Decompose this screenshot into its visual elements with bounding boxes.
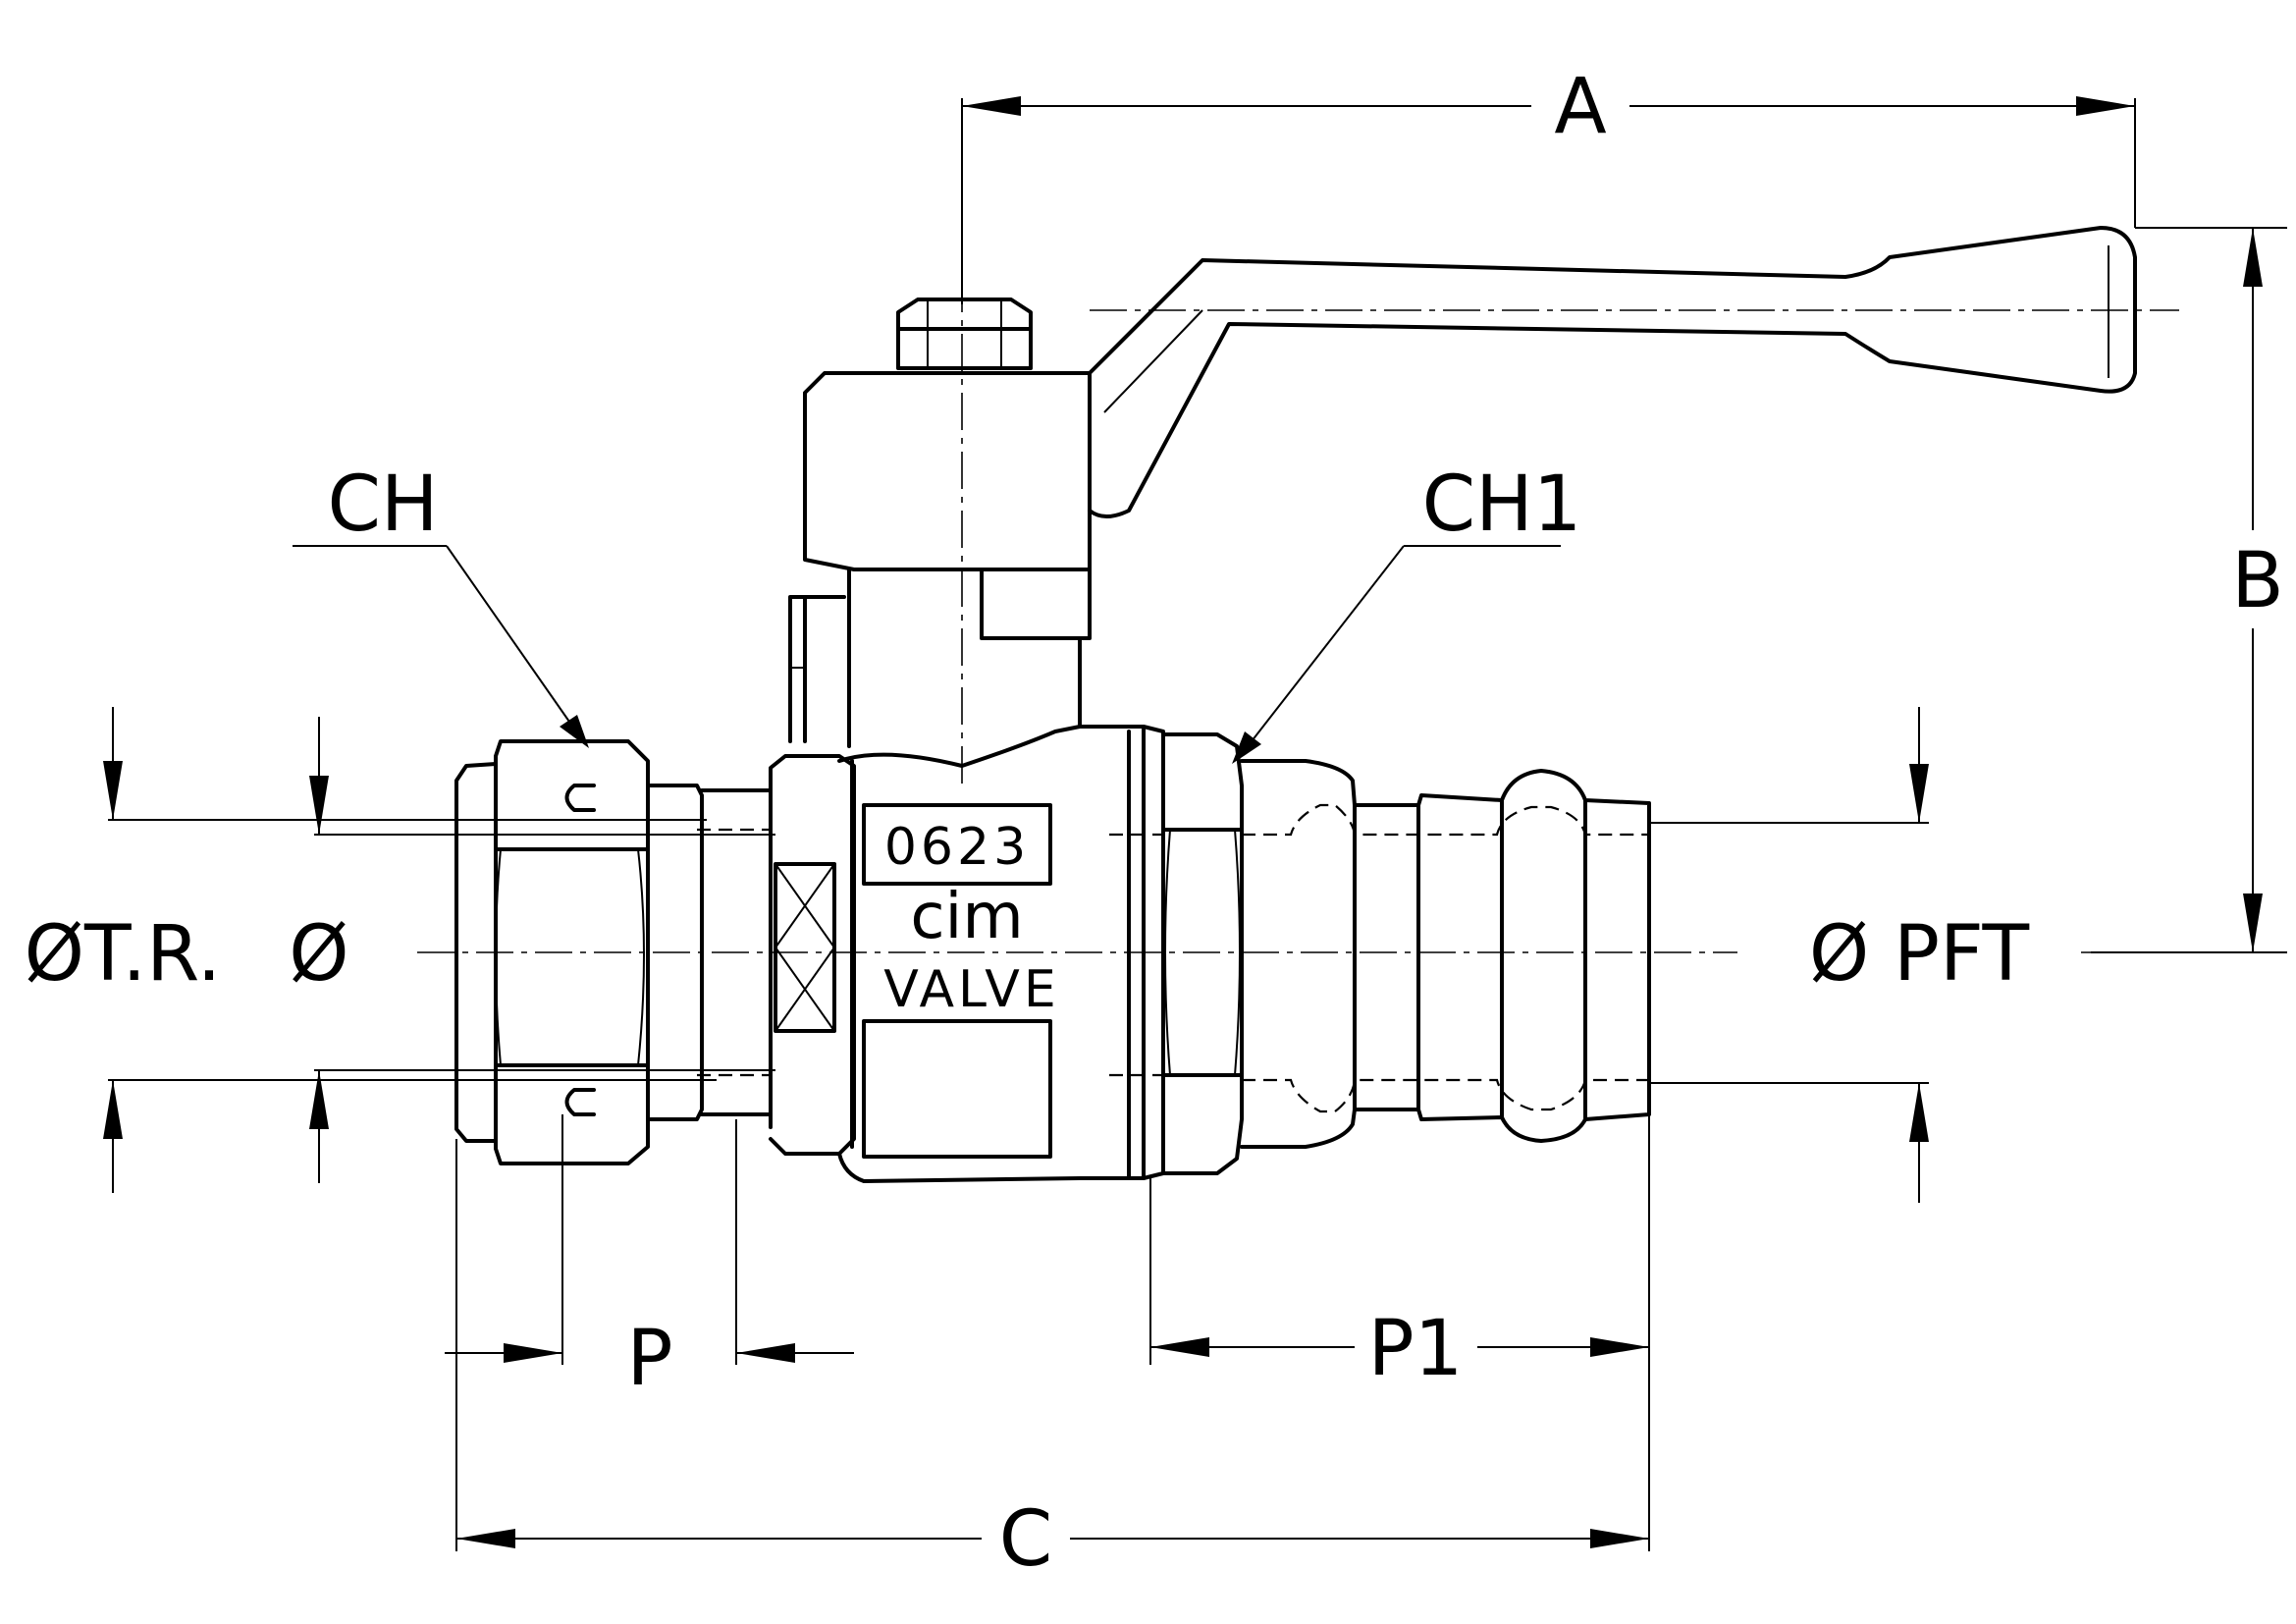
dimension-a-label: A <box>1554 63 1606 151</box>
dimension-ch-label: CH <box>327 460 438 549</box>
dimension-p: P <box>445 1114 854 1403</box>
dimension-a: A <box>961 63 2136 304</box>
dimension-p1-label: P1 <box>1368 1305 1464 1393</box>
dimension-c-label: C <box>999 1495 1052 1584</box>
dimension-tube-diameter-label: ØT.R. <box>25 910 222 999</box>
lever-handle <box>1088 226 2137 518</box>
center-lines <box>417 98 2179 953</box>
dimension-ch: CH <box>293 460 589 748</box>
dimension-inner-diameter-label: Ø <box>289 910 348 999</box>
stem-nut <box>896 298 1033 370</box>
press-fitting <box>1109 732 1651 1175</box>
handle-hub <box>803 371 1092 640</box>
dimension-c: C <box>455 1139 1649 1584</box>
dimension-b: B <box>2091 227 2287 953</box>
dimension-tube-diameter: ØT.R. <box>25 707 717 1193</box>
body-marking: 0623 cim VALVE <box>883 818 1060 1019</box>
dimension-inner-diameter: Ø <box>289 717 775 1183</box>
compression-nut <box>454 739 773 1165</box>
dimension-ch1: CH1 <box>1232 460 1581 764</box>
dimension-p-label: P <box>626 1315 672 1403</box>
dimension-p1: P1 <box>1149 1114 1650 1551</box>
body-code-text: 0623 <box>884 818 1030 877</box>
valve-word-text: VALVE <box>883 960 1060 1019</box>
dimension-press-diameter: Ø PFT <box>1649 707 2030 1203</box>
dimension-b-label: B <box>2231 537 2284 625</box>
valve-body <box>769 725 1165 1183</box>
brand-logo-text: cim <box>910 881 1023 953</box>
dimension-press-diameter-label: Ø PFT <box>1809 910 2030 999</box>
valve-neck <box>788 568 1082 748</box>
dimension-ch1-label: CH1 <box>1422 460 1582 549</box>
